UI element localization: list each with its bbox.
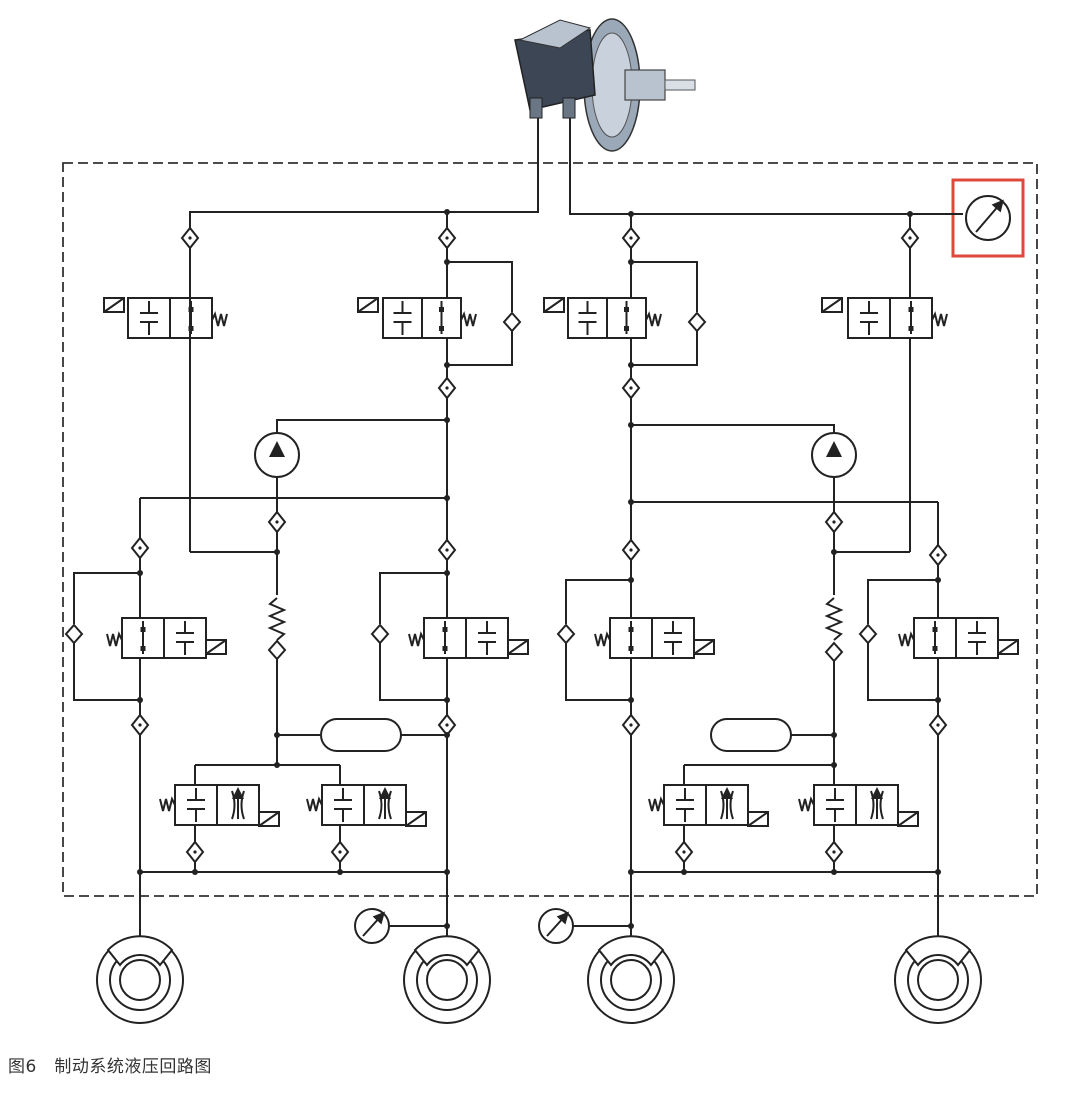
solenoid-icon <box>357 297 379 313</box>
filter-icon <box>928 713 948 737</box>
filter-icon <box>437 376 457 400</box>
outlet-valve-rl <box>663 784 749 826</box>
spring-icon <box>898 631 915 647</box>
check-valve-icon <box>824 641 844 663</box>
spring-icon <box>159 796 176 812</box>
check-valve-icon <box>370 623 390 645</box>
filter-icon <box>267 510 287 534</box>
outlet-valve-rr <box>813 784 899 826</box>
filter-icon <box>130 536 150 560</box>
filter-icon <box>824 840 844 864</box>
switching-valve-right <box>847 297 933 339</box>
solenoid-icon <box>821 297 843 313</box>
pump-icon <box>254 432 300 478</box>
wheel-brake-icon <box>587 935 675 1024</box>
filter-icon <box>330 840 350 864</box>
outlet-valve-fl <box>174 784 260 826</box>
solenoid-icon <box>747 811 769 827</box>
brake-hydraulic-circuit-diagram <box>62 18 1038 1024</box>
pressure-sensor-icon <box>950 195 1011 241</box>
check-valve-icon <box>267 639 287 661</box>
check-valve-icon <box>556 623 576 645</box>
pump-spring-icon <box>824 597 844 641</box>
filter-icon <box>437 226 457 250</box>
wheel-brake-icon <box>894 935 982 1024</box>
isolation-valve-right <box>567 297 647 339</box>
switching-valve-left <box>127 297 213 339</box>
brake-booster-icon <box>514 18 696 152</box>
inlet-valve-fl <box>121 617 207 659</box>
spring-icon <box>798 796 815 812</box>
pump-spring-icon <box>267 597 287 641</box>
filter-icon <box>130 713 150 737</box>
filter-icon <box>621 713 641 737</box>
check-valve-icon <box>502 311 522 333</box>
outlet-valve-fr <box>321 784 407 826</box>
spring-icon <box>594 631 611 647</box>
pump-icon <box>811 432 857 478</box>
filter-icon <box>621 376 641 400</box>
spring-icon <box>645 311 662 327</box>
solenoid-icon <box>258 811 280 827</box>
spring-icon <box>211 311 228 327</box>
spring-icon <box>408 631 425 647</box>
solenoid-icon <box>997 639 1019 655</box>
isolation-valve-left <box>382 297 462 339</box>
solenoid-icon <box>543 297 565 313</box>
hcu-boundary <box>62 162 1038 897</box>
solenoid-icon <box>897 811 919 827</box>
filter-icon <box>621 538 641 562</box>
wheel-brake-icon <box>96 935 184 1024</box>
inlet-valve-rl <box>609 617 695 659</box>
accumulator-icon <box>320 718 402 752</box>
solenoid-icon <box>405 811 427 827</box>
solenoid-icon <box>205 639 227 655</box>
solenoid-icon <box>693 639 715 655</box>
filter-icon <box>928 543 948 567</box>
filter-icon <box>185 840 205 864</box>
check-valve-icon <box>687 311 707 333</box>
inlet-valve-fr <box>423 617 509 659</box>
wheel-brake-icon <box>403 935 491 1024</box>
spring-icon <box>648 796 665 812</box>
spring-icon <box>460 311 477 327</box>
check-valve-icon <box>64 623 84 645</box>
filter-icon <box>900 226 920 250</box>
pressure-gauge-icon <box>354 908 390 944</box>
filter-icon <box>437 538 457 562</box>
check-valve-icon <box>858 623 878 645</box>
figure-caption: 图6 制动系统液压回路图 <box>8 1057 212 1077</box>
filter-icon <box>621 226 641 250</box>
filter-icon <box>674 840 694 864</box>
spring-icon <box>931 311 948 327</box>
filter-icon <box>180 226 200 250</box>
solenoid-icon <box>103 297 125 313</box>
pressure-gauge-icon <box>538 908 574 944</box>
solenoid-icon <box>507 639 529 655</box>
spring-icon <box>106 631 123 647</box>
accumulator-icon <box>710 718 792 752</box>
inlet-valve-rr <box>913 617 999 659</box>
filter-icon <box>824 510 844 534</box>
spring-icon <box>306 796 323 812</box>
